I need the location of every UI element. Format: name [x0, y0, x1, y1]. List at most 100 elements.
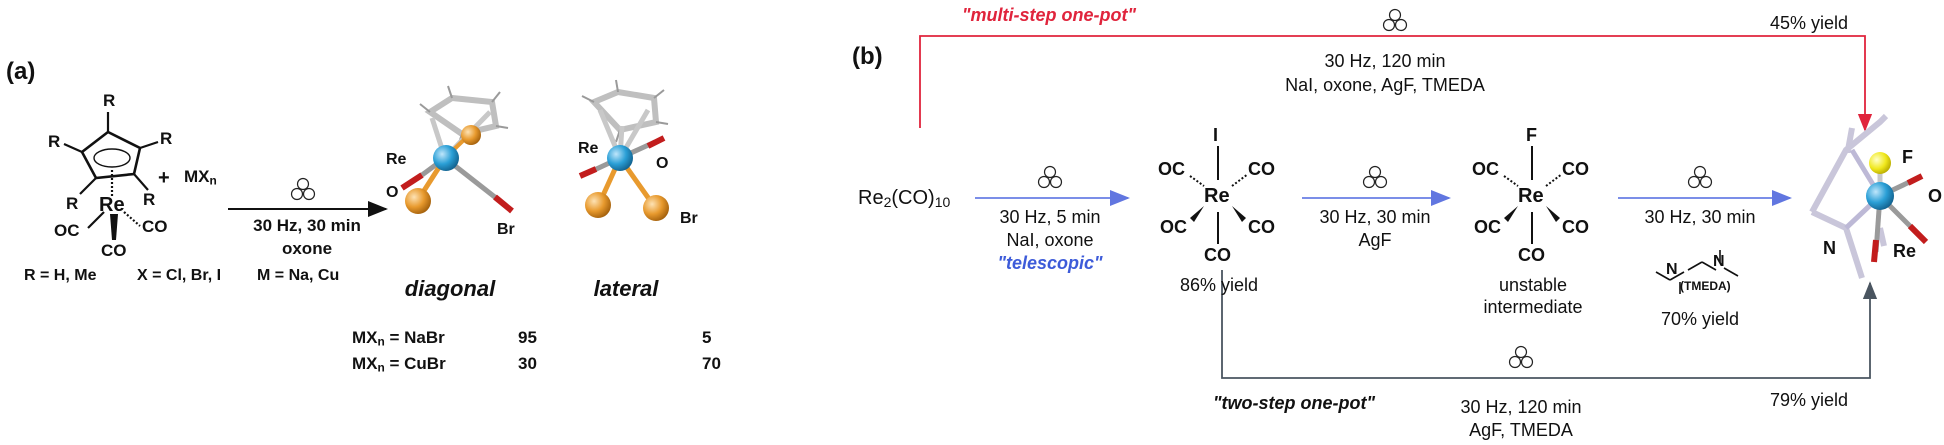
two-step-yield: 79% yield: [1770, 390, 1849, 410]
lateral-value: 5: [702, 328, 712, 347]
wedge-bond: [1190, 206, 1204, 222]
atom-label-oc: OC: [54, 221, 80, 240]
tmeda-label: (TMEDA): [1680, 279, 1731, 293]
step3-yield: 70% yield: [1660, 309, 1740, 329]
two-step-condition-line2: AgF, TMEDA: [1469, 420, 1573, 440]
atom-label-co: CO: [1204, 245, 1231, 265]
reagent-name: = CuBr: [384, 354, 446, 373]
atom-label-n: N: [1666, 261, 1678, 278]
iodide-yield: 86% yield: [1179, 275, 1259, 295]
reagent-subscript: n: [377, 334, 385, 349]
atom-label-oc: OC: [1472, 159, 1499, 179]
formula-part: Re: [858, 187, 884, 209]
r-definition: R = H, Me: [24, 267, 97, 284]
atom-label-re: Re: [1893, 241, 1917, 261]
wedge-bond: [1232, 206, 1246, 222]
atom-label-re: Re: [386, 151, 407, 168]
x-definition: X = Cl, Br, I: [137, 267, 222, 284]
reagent-name: = NaBr: [384, 328, 445, 347]
atom-label-re: Re: [1204, 185, 1230, 207]
atom-label-oc: OC: [1160, 217, 1187, 237]
atom-label-co: CO: [1518, 245, 1545, 265]
plus-sign: +: [158, 167, 170, 189]
atom-label-br: Br: [680, 210, 698, 227]
atom-label-i: I: [1213, 125, 1219, 145]
diagonal-value: 30: [518, 354, 537, 373]
atom-label-r: R: [66, 194, 79, 213]
formula-part: (CO): [891, 187, 935, 209]
unstable-note-line1: unstable: [1498, 275, 1568, 295]
atom-label-co: CO: [1248, 217, 1275, 237]
unstable-note-line2: intermediate: [1483, 297, 1583, 317]
reagent-subscript: n: [209, 173, 217, 188]
atom-label-oc: OC: [1158, 159, 1185, 179]
m-definition: M = Na, Cu: [257, 267, 340, 284]
atom-label-r: R: [143, 190, 156, 209]
atom-label-n: N: [1823, 238, 1836, 258]
atom-label-r: R: [103, 91, 116, 110]
multi-step-yield: 45% yield: [1770, 13, 1849, 33]
ball-mill-icon: [1362, 165, 1388, 189]
ball-mill-icon: [1508, 345, 1534, 369]
wedge-bond: [1546, 206, 1560, 222]
atom-label-co: CO: [101, 241, 127, 260]
atom-label-co: CO: [1248, 159, 1275, 179]
atom-label-re: Re: [99, 194, 125, 216]
diagonal-value: 95: [518, 328, 537, 347]
panel-a-condition-line2: oxone: [281, 239, 333, 258]
diagonal-label: diagonal: [404, 276, 496, 301]
panel-a-condition-line1: 30 Hz, 30 min: [253, 216, 361, 235]
reagent-formula: MX: [352, 354, 378, 373]
atom-label-n: N: [1713, 253, 1725, 270]
atom-label-re: Re: [578, 140, 599, 157]
ball-mill-icon: [1687, 165, 1713, 189]
step1-condition-line2: NaI, oxone: [1006, 230, 1094, 250]
multi-step-condition-line1: 30 Hz, 120 min: [1324, 51, 1446, 71]
metal-halide-reagent: MXn: [184, 168, 217, 187]
atom-label-co: CO: [142, 217, 168, 236]
panel-b-label: (b): [852, 43, 883, 70]
multi-step-condition-line2: NaI, oxone, AgF, TMEDA: [1285, 75, 1485, 95]
atom-label-o: O: [1928, 186, 1943, 206]
atom-label-f: F: [1526, 125, 1537, 145]
atom-label-o: O: [656, 155, 669, 172]
step1-condition-line1: 30 Hz, 5 min: [999, 207, 1101, 227]
step3-condition-line1: 30 Hz, 30 min: [1644, 207, 1756, 227]
telescopic-label: "telescopic": [997, 253, 1103, 273]
formula-subscript: 10: [934, 193, 951, 210]
atom-label-f: F: [1902, 147, 1913, 167]
two-step-condition-line1: 30 Hz, 120 min: [1460, 397, 1582, 417]
table-row-label: MXn = NaBr: [352, 329, 445, 348]
atom-label-re: Re: [1518, 185, 1544, 207]
two-step-route-line: [1221, 270, 1878, 379]
fluoride-complex-bonds: [1503, 146, 1563, 244]
starting-material-formula: Re2(CO)10: [858, 188, 950, 209]
atom-label-o: O: [386, 184, 399, 201]
step2-condition-line1: 30 Hz, 30 min: [1319, 207, 1431, 227]
reagent-formula: MX: [352, 328, 378, 347]
atom-label-r: R: [160, 129, 173, 148]
atom-label-r: R: [48, 132, 61, 151]
ball-mill-icon: [1037, 165, 1063, 189]
table-row-label: MXn = CuBr: [352, 355, 446, 374]
ball-mill-icon: [290, 177, 316, 201]
reagent-formula: MX: [184, 167, 210, 186]
cp-re-co3-structure: [63, 112, 159, 240]
ball-mill-icon: [1382, 8, 1408, 32]
wedge-bond: [1504, 206, 1518, 222]
lateral-label: lateral: [593, 276, 659, 301]
atom-label-oc: OC: [1474, 217, 1501, 237]
atom-label-co: CO: [1562, 159, 1589, 179]
lateral-value: 70: [702, 354, 721, 373]
diagonal-complex-model: [400, 85, 514, 214]
atom-label-co: CO: [1562, 217, 1589, 237]
multi-step-route-line: [919, 35, 1873, 132]
two-step-label: "two-step one-pot": [1213, 393, 1376, 413]
multi-step-label: "multi-step one-pot": [962, 5, 1137, 25]
panel-a-label: (a): [6, 58, 36, 85]
step2-condition-line2: AgF: [1358, 230, 1392, 250]
atom-label-br: Br: [497, 221, 515, 238]
tmeda-skeletal-structure: [1655, 250, 1739, 294]
lateral-complex-model: [578, 79, 669, 221]
